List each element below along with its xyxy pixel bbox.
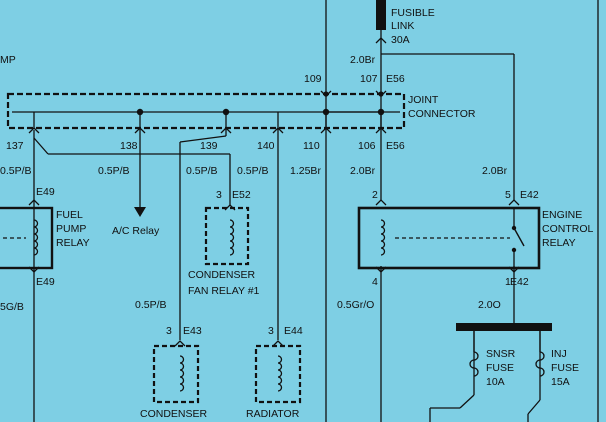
ecr-label-2: CONTROL — [542, 223, 593, 235]
radiator-relay — [254, 344, 302, 404]
pin-arrow — [134, 127, 146, 134]
ecr-label-3: RELAY — [542, 237, 576, 249]
connector-id: E43 — [183, 325, 202, 337]
engine-control-relay — [357, 206, 541, 270]
joint-label-2: CONNECTOR — [408, 108, 476, 120]
pin-label: 3 — [166, 325, 172, 337]
ecr-label-1: ENGINE — [542, 209, 582, 221]
fuel-label-3: RELAY — [56, 237, 90, 249]
pin-arrow — [320, 127, 332, 134]
condenser-relay — [152, 344, 200, 404]
wire-label: 0.5P/B — [0, 165, 32, 177]
ac-relay-label: A/C Relay — [112, 225, 160, 237]
connector-id: E56 — [386, 73, 405, 85]
inj-fuse — [535, 331, 545, 377]
pin-label: 3 — [268, 325, 274, 337]
wire-label: 0.5P/B — [237, 165, 269, 177]
connector-id: E49 — [36, 276, 55, 288]
wire-label: 2.0Br — [482, 165, 508, 177]
pin-arrow — [375, 37, 387, 44]
wire-label: 0.5P/B — [98, 165, 130, 177]
connector-id: E52 — [232, 189, 251, 201]
fuel-pump-relay — [0, 206, 54, 270]
pin-label: 107 — [360, 73, 378, 85]
pin-label: 1 — [505, 276, 511, 288]
pin-arrow — [272, 340, 284, 347]
wire-139-join — [179, 135, 227, 143]
pin-arrow — [320, 90, 332, 97]
snsr-label-2: FUSE — [486, 362, 514, 374]
junction-dot — [322, 108, 330, 116]
pin-label: 137 — [6, 140, 24, 152]
condenser-fan-relay — [204, 206, 250, 266]
junction-dot — [377, 108, 385, 116]
pin-arrow — [375, 127, 387, 134]
snsr-fuse — [469, 331, 479, 377]
connector-id: E42 — [510, 276, 529, 288]
ac-relay-arrow — [134, 207, 146, 217]
inj-label-1: INJ — [551, 348, 567, 360]
wire-label: 2.0Br — [350, 54, 376, 66]
pin-label: 139 — [200, 140, 218, 152]
connector-id: E56 — [386, 140, 405, 152]
snsr-label-1: SNSR — [486, 348, 516, 360]
fusible-amp: 30A — [391, 34, 410, 46]
fusible-label-2: LINK — [391, 20, 414, 32]
inj-label-3: 15A — [551, 376, 570, 388]
pin-label: 2 — [372, 189, 378, 201]
fusible-link-bar — [376, 0, 386, 30]
wire-inj-out — [527, 399, 541, 415]
wire-137-diag — [33, 137, 49, 155]
junction-dot — [222, 108, 230, 116]
connector-id: E49 — [36, 186, 55, 198]
pin-arrow — [375, 90, 387, 97]
joint-connector-box — [6, 92, 406, 130]
pin-arrow — [174, 340, 186, 347]
fuel-label-1: FUEL — [56, 209, 83, 221]
pin-label: 138 — [120, 140, 138, 152]
wire-label: 0.5P/B — [186, 165, 218, 177]
fuse-busbar — [456, 323, 552, 331]
joint-label-1: JOINT — [408, 94, 439, 106]
connector-id: E44 — [284, 325, 303, 337]
pin-arrow — [508, 199, 520, 206]
radiator-label: RADIATOR — [246, 408, 300, 420]
pin-arrow — [272, 127, 284, 134]
fusible-label-1: FUSIBLE — [391, 7, 435, 19]
pin-label: 4 — [372, 276, 378, 288]
wire-snsr-out — [459, 394, 475, 409]
cond-fan-label-1: CONDENSER — [188, 269, 256, 281]
pin-label: 110 — [303, 140, 320, 152]
snsr-label-3: 10A — [486, 376, 505, 388]
pin-arrow — [28, 199, 40, 206]
mp-label: MP — [0, 54, 16, 66]
pin-arrow — [220, 127, 232, 134]
condenser-label: CONDENSER — [140, 408, 208, 420]
pin-label: 106 — [358, 140, 376, 152]
wire-label: 0.5Gr/O — [337, 299, 374, 311]
wire-label: 0.5P/B — [135, 299, 167, 311]
inj-label-2: FUSE — [551, 362, 579, 374]
pin-arrow — [375, 199, 387, 206]
wire-label: 1.25Br — [290, 165, 321, 177]
wire-label: 2.0Br — [350, 165, 376, 177]
connector-id: E42 — [520, 189, 539, 201]
cond-fan-label-2: FAN RELAY #1 — [188, 285, 260, 297]
pin-label: 3 — [216, 189, 222, 201]
pin-label: 140 — [257, 140, 275, 152]
fuel-label-2: PUMP — [56, 223, 86, 235]
wire-label: 5G/B — [0, 301, 24, 313]
pin-arrow — [28, 127, 40, 134]
junction-dot — [136, 108, 144, 116]
pin-label: 5 — [505, 189, 511, 201]
pin-label: 109 — [304, 73, 322, 85]
wire-label: 2.0O — [478, 299, 501, 311]
